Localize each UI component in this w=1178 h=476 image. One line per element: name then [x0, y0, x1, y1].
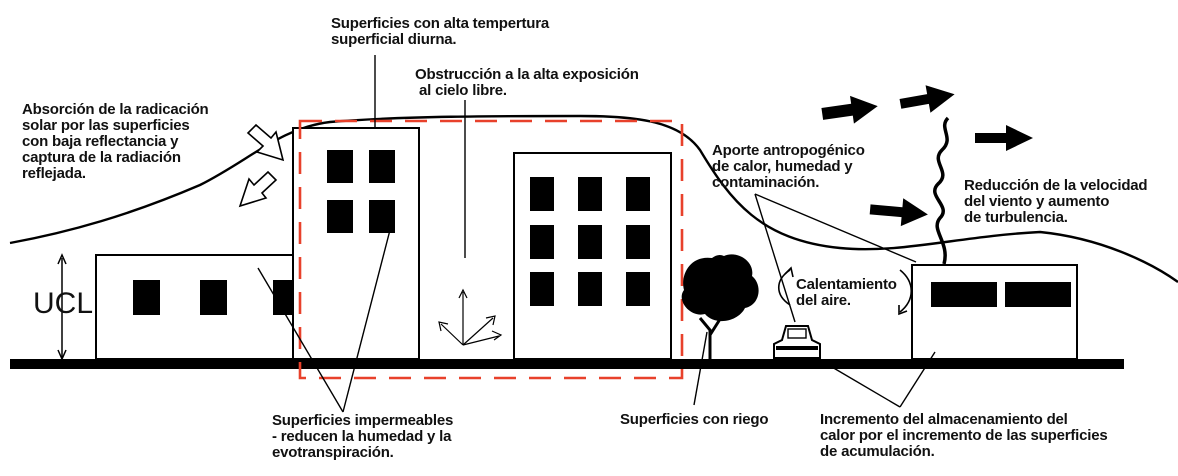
label-line: Calentamiento	[796, 276, 897, 293]
window	[578, 225, 602, 259]
radiation-arrow-icon	[246, 123, 285, 162]
label-line: al cielo libre.	[419, 82, 507, 99]
window	[327, 150, 353, 183]
window	[626, 177, 650, 211]
building-tall-left	[292, 127, 420, 360]
window	[578, 177, 602, 211]
label-solar-absorption: Absorción de la radicación solar por las…	[22, 102, 209, 182]
window	[626, 272, 650, 306]
window	[369, 200, 395, 233]
wind-arrow-icon	[975, 125, 1033, 151]
window	[133, 280, 160, 315]
label-heat-storage: Incremento del almacenamiento del calor …	[820, 412, 1108, 460]
label-line: - reducen la humedad y la	[272, 428, 452, 445]
label-line: de turbulencia.	[964, 209, 1068, 226]
label-line: solar por las superficies	[22, 117, 190, 134]
sky-view-rays	[438, 288, 503, 346]
window	[530, 272, 554, 306]
label-line: Reducción de la velocidad	[964, 177, 1148, 194]
car-icon	[773, 325, 821, 359]
label-line: contaminación.	[712, 174, 820, 191]
canyon-dashed-box	[298, 119, 684, 380]
window	[931, 282, 997, 307]
window	[327, 200, 353, 233]
label-line: con baja reflectancia y	[22, 133, 179, 150]
wind-arrow-icon	[821, 95, 878, 124]
label-line: Obstrucción a la alta exposición	[415, 66, 639, 83]
label-line: de calor, humedad y	[712, 158, 853, 175]
label-line: captura de la radiación	[22, 149, 181, 166]
label-line: reflejada.	[22, 165, 86, 182]
label-line: del viento y aumento	[964, 193, 1110, 210]
window	[578, 272, 602, 306]
label-anthropogenic-heat: Aporte antropogénico de calor, humedad y…	[712, 143, 865, 191]
pointer-lines	[257, 55, 936, 413]
air-heating-arrow	[899, 269, 913, 313]
label-line: Absorción de la radicación	[22, 101, 209, 118]
building-right	[911, 264, 1078, 360]
tree-icon	[681, 254, 759, 360]
label-ucl: UCL	[33, 287, 94, 320]
label-line: Superficies impermeables	[272, 412, 454, 429]
label-surface-temperature: Superficies con alta tempertura superfic…	[331, 16, 549, 48]
ground-line	[10, 359, 1124, 369]
window	[530, 225, 554, 259]
window	[626, 225, 650, 259]
label-line: calor por el incremento de las superfici…	[820, 427, 1108, 444]
reflected-radiation-arrow-icon	[238, 170, 278, 208]
label-irrigated-surfaces: Superficies con riego	[620, 411, 769, 428]
label-sky-obstruction: Obstrucción a la alta exposición al ciel…	[415, 67, 639, 99]
wind-arrow-icon	[899, 85, 955, 113]
label-line: Aporte antropogénico	[712, 142, 865, 159]
window	[530, 177, 554, 211]
label-line: Superficies con alta tempertura	[331, 15, 550, 32]
label-line: superficial diurna.	[331, 31, 457, 48]
boundary-layer-curve	[9, 114, 1178, 283]
label-line: evotranspiración.	[272, 444, 394, 461]
label-air-heating: Calentamiento del aire.	[796, 277, 897, 309]
window	[369, 150, 395, 183]
label-line: Incremento del almacenamiento del	[820, 411, 1068, 428]
turbulence-plume	[933, 116, 950, 265]
label-impermeable-surfaces: Superficies impermeables - reducen la hu…	[272, 413, 453, 461]
label-line: del aire.	[796, 292, 851, 309]
label-wind-reduction: Reducción de la velocidad del viento y a…	[964, 177, 1148, 226]
window	[200, 280, 227, 315]
window	[1005, 282, 1071, 307]
label-line: de acumulación.	[820, 443, 935, 460]
wind-arrow-icon	[869, 198, 928, 227]
